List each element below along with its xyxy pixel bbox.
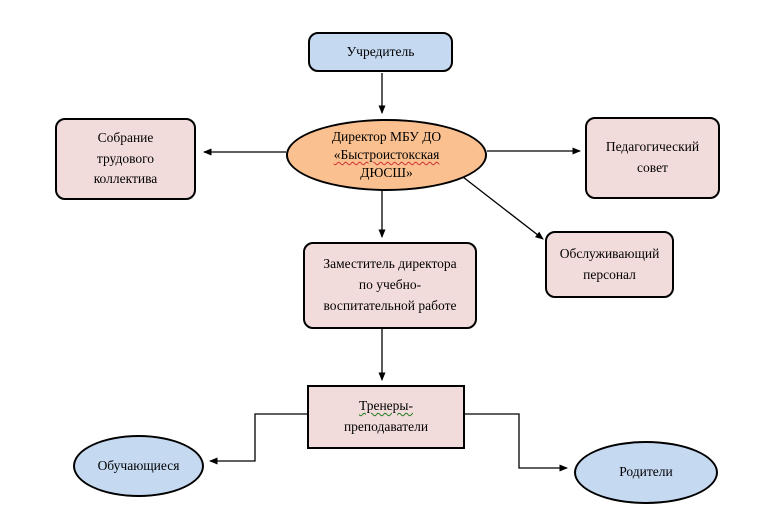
node-deputy-line3: воспитательной работе <box>323 297 457 313</box>
node-founder: Учредитель <box>308 32 453 72</box>
arrow-trainers-students <box>209 413 307 465</box>
node-director-line3: ДЮСШ» <box>360 164 413 180</box>
node-service-staff: Обслуживающий персонал <box>545 231 674 298</box>
node-director-line2-spellcheck: «Быстроистокская <box>333 147 440 163</box>
node-parents: Родители <box>574 441 718 504</box>
node-director-line1: Директор МБУ ДО <box>331 129 442 145</box>
arrow-trainers-parents <box>464 413 568 472</box>
node-deputy-line1: Заместитель директора <box>323 256 457 272</box>
node-pedcouncil-line2: совет <box>637 160 668 175</box>
node-service-line1: Обслуживающий <box>559 245 660 261</box>
node-collective-line3: коллектива <box>93 171 158 187</box>
node-parents-label: Родители <box>619 464 673 480</box>
node-students: Обучающиеся <box>73 435 204 497</box>
node-pedcouncil-line1: Педагогический <box>605 139 700 155</box>
node-director: Директор МБУ ДО «Быстроистокская ДЮСШ» <box>286 119 487 191</box>
node-collective-line2: трудового <box>96 150 155 166</box>
node-deputy-director: Заместитель директора по учебно- воспита… <box>303 242 477 329</box>
node-collective-line1: Собрание <box>97 129 154 145</box>
node-trainers-line1-grammarcheck: Тренеры- <box>358 398 413 414</box>
node-collective-meeting: Собрание трудового коллектива <box>55 118 196 200</box>
node-deputy-line2: по учебно- <box>358 277 422 293</box>
node-founder-label: Учредитель <box>346 43 415 59</box>
node-students-label: Обучающиеся <box>97 457 180 473</box>
node-trainers: Тренеры- преподаватели <box>307 385 465 449</box>
node-trainers-line2: преподаватели <box>343 419 429 434</box>
node-service-line2: персонал <box>583 266 636 282</box>
node-pedagogical-council: Педагогический совет <box>585 117 720 199</box>
arrow-director-service <box>462 176 544 240</box>
